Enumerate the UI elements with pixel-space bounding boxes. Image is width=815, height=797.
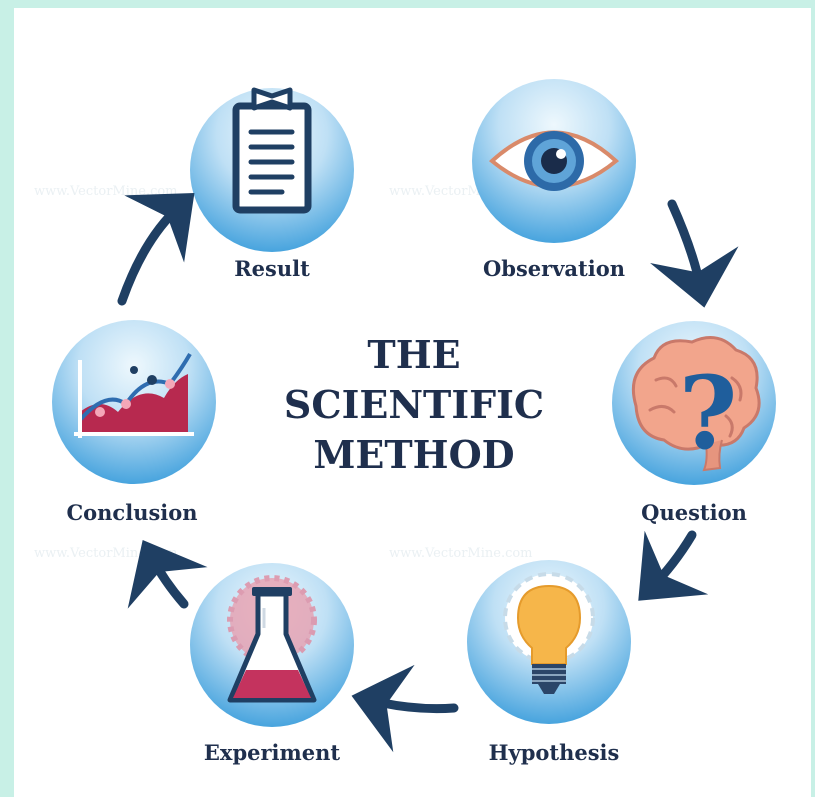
arrow-conclusion-to-result (117, 193, 195, 306)
title-line-1: THE (367, 332, 461, 377)
label-experiment: Experiment (203, 740, 341, 765)
scientific-method-cycle: ? (52, 79, 776, 753)
arrow-question-to-hypothesis (638, 530, 709, 601)
light-bulb-icon (503, 572, 595, 694)
arrow-hypothesis-to-experiment (351, 664, 459, 753)
label-observation: Observation (483, 256, 625, 281)
brain-question-icon: ? (631, 336, 761, 472)
eye-icon (488, 130, 620, 191)
title-line-3: METHOD (313, 432, 515, 477)
clipboard-icon (232, 87, 312, 214)
label-hypothesis: Hypothesis (488, 740, 620, 765)
label-result: Result (234, 256, 310, 281)
svg-text:?: ? (679, 354, 738, 472)
title-line-2: SCIENTIFIC (283, 382, 545, 427)
flask-icon (227, 575, 317, 703)
diagram-frame: www.VectorMine.com www.VectorMine.com ww… (14, 8, 811, 797)
arrow-observation-to-question (650, 199, 739, 308)
arrow-experiment-to-conclusion (127, 540, 208, 609)
label-conclusion: Conclusion (66, 500, 198, 525)
label-question: Question (641, 500, 747, 525)
page-title: THE SCIENTIFIC METHOD (254, 330, 574, 480)
watermark-text: www.VectorMine.com (389, 546, 533, 561)
chart-icon (74, 353, 194, 438)
